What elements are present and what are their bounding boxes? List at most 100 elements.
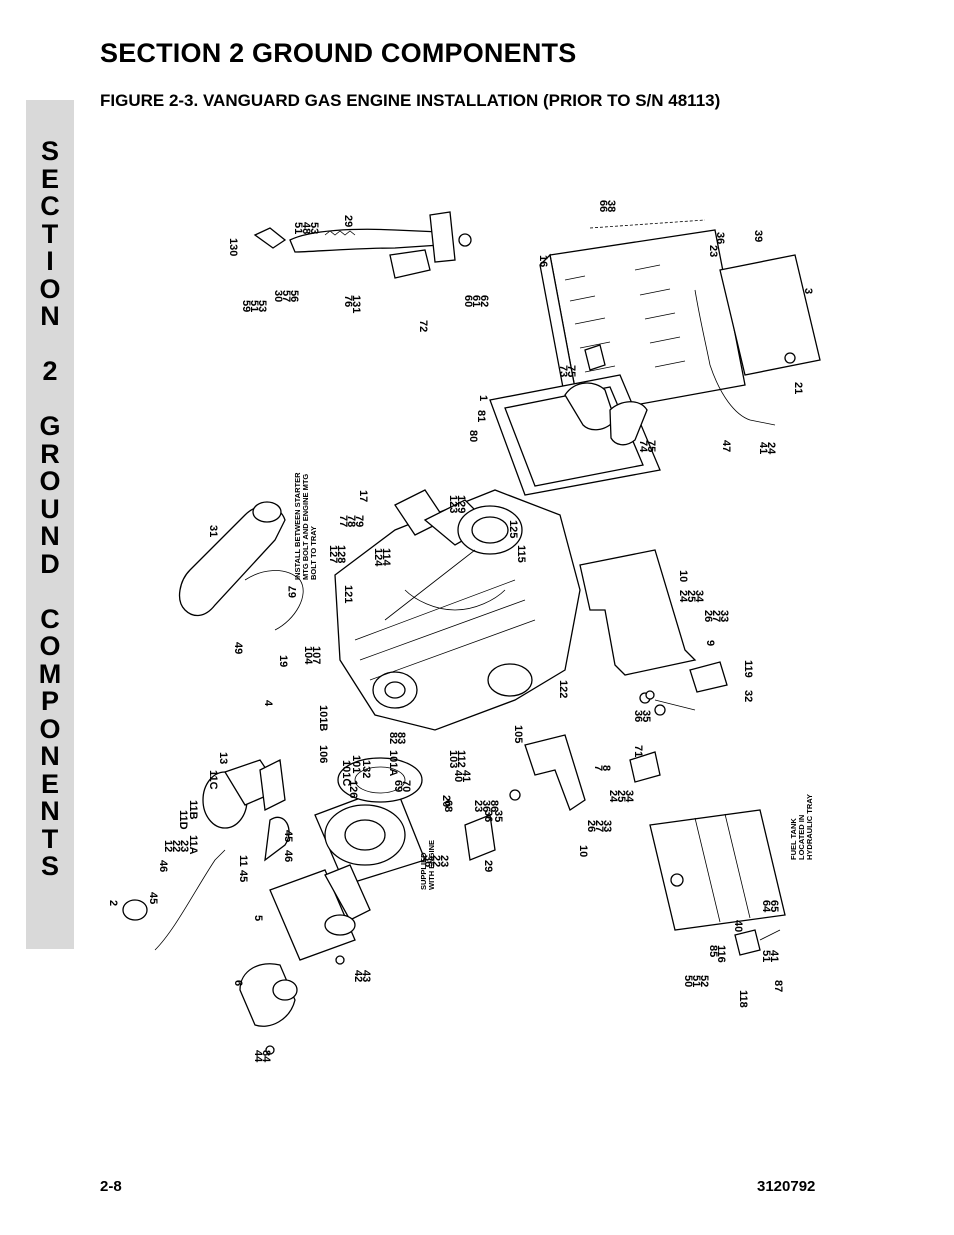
part-callout: 82 [387,732,399,744]
part-callout: 24 [677,590,689,603]
part-callout: 36 [480,800,492,812]
fuel-note-line-1: FUEL TANK [789,818,798,860]
side-tab-letter: O [39,466,61,496]
side-tab-letter: T [41,823,59,854]
supplied-note-line-1: SUPPLIED [419,852,428,890]
part-callout: 66 [597,200,609,212]
side-tab-letter: S [40,136,59,166]
supplied-note-line-2: WITH ENGINE [427,840,436,890]
part-callout: 44 [252,1050,264,1063]
part-callout: 132 [360,760,372,778]
part-callout: 41 [460,770,472,782]
part-callout: 23 [438,855,450,867]
part-callout: 24 [765,442,777,455]
side-tab-letter: N [40,741,60,771]
part-callout: 10 [577,845,589,857]
part-callout: 46 [157,860,169,872]
fan-shroud [489,374,661,496]
part-callout: 101A [387,750,399,776]
part-callout: 118 [737,990,749,1008]
page-number: 2-8 [100,1178,122,1195]
engine-mount-brackets [524,549,728,811]
part-callout: 101C [340,760,352,786]
part-callout: 23 [178,840,190,852]
part-callout: 112 [455,750,467,768]
part-callout: 121 [342,585,354,603]
part-callout: 36 [632,710,644,722]
part-callout: 68 [442,800,454,812]
side-tab-letter: I [46,246,54,276]
part-callout: 22 [430,855,442,867]
side-tab-letter: M [38,658,62,689]
part-callout: 45 [147,892,159,904]
part-callout: 126 [347,780,359,798]
part-callout: 33 [601,820,613,832]
part-callout: 131 [350,295,362,313]
side-tab-letter: R [40,438,60,469]
part-callout: 27 [593,820,605,832]
part-callout: 40 [732,920,744,932]
part-callout: 11B [187,800,199,820]
part-callout: 45 [282,830,294,842]
part-callout: 43 [360,970,372,982]
part-callout: 103 [447,750,459,768]
part-callout: 53 [308,222,320,234]
side-tab-letter [26,386,74,414]
side-tab-letter: D [40,548,60,579]
part-callout: 70 [400,780,412,792]
part-callout: 87 [772,980,784,992]
part-callout: 51 [292,222,304,234]
part-callout: 84 [260,1050,272,1063]
part-callout: 71 [632,745,644,757]
part-callout: 101B [317,705,329,731]
part-callout: 124 [372,548,384,567]
part-callout: 23 [707,245,719,257]
bell-housing [314,757,494,886]
part-callout-67: 67 [287,586,299,598]
part-callout: 56 [288,290,300,302]
part-callout: 11D [177,810,189,830]
part-callout: 123 [447,495,459,513]
part-callout: 32 [742,690,754,702]
part-callout: 75 [645,440,657,452]
starter-note-line-3: BOLT TO TRAY [309,526,318,580]
part-callout: 86 [488,800,500,812]
part-callout: 40 [452,770,464,782]
part-callout: 106 [317,745,329,763]
part-callout: 114 [380,548,392,567]
part-callout: 24 [607,790,619,803]
part-callout: 60 [462,295,474,307]
muffler [178,501,304,631]
part-callout: 104 [302,646,314,665]
part-callout: 85 [707,945,719,957]
side-tab-letter [26,331,74,359]
part-callout: 83 [395,732,407,744]
part-callout: 51 [760,950,772,962]
side-tab-letter: S [40,851,59,881]
part-callout: 35 [492,810,504,822]
side-tab-letter: O [39,273,61,304]
part-callout: 51 [690,975,702,987]
part-callout: 16 [537,255,549,267]
part-callout: 2 [107,900,119,906]
part-callout: 130 [227,238,239,256]
part-callout: 51 [248,300,260,312]
part-callout: 4 [262,700,274,707]
side-tab-letter: C [40,603,60,634]
part-callout: 39 [752,230,764,242]
part-callout: 29 [482,860,494,872]
fuel-tank [649,809,786,956]
part-callout: 31 [207,525,219,537]
part-callout: 62 [478,295,490,307]
part-callout: 80 [467,430,479,442]
part-callout: 52 [698,975,710,987]
side-tab-letter: T [41,218,59,249]
part-callout: 81 [475,410,487,422]
side-tab-letter: N [40,301,60,331]
starter-note-line-1: INSTALL BETWEEN STARTER [293,472,302,580]
part-callout: 116 [715,945,727,963]
part-callout: 3 [802,288,814,294]
part-callout: 13 [217,752,229,764]
